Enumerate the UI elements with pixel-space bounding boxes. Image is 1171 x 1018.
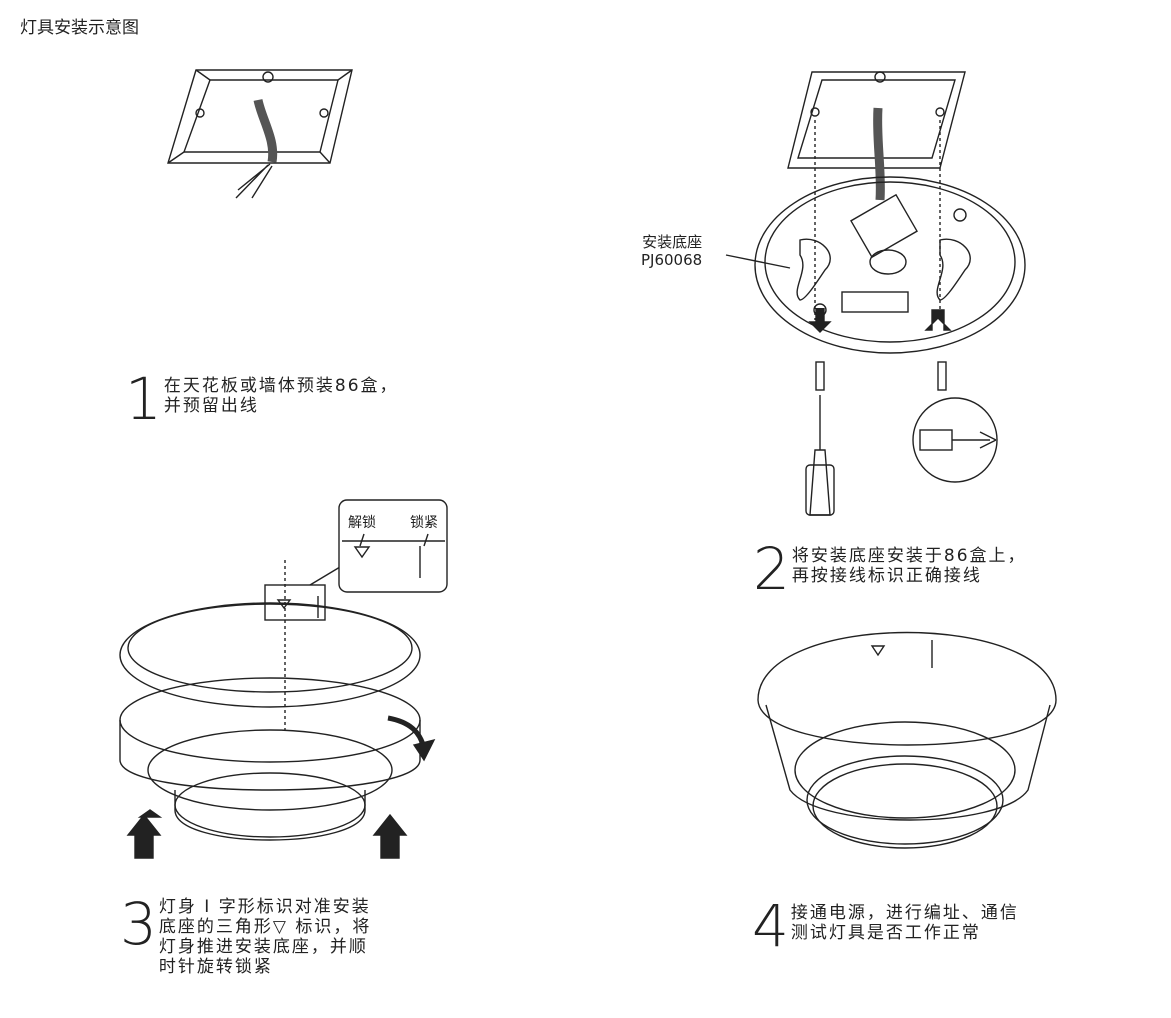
lock-label: 锁紧 <box>410 515 438 531</box>
step-text: 接通电源，进行编址、通信 测试灯具是否工作正常 <box>791 903 1019 943</box>
step-text: 在天花板或墙体预装86盒， 并预留出线 <box>164 376 399 416</box>
base-label: 安装底座 PJ60068 <box>641 233 702 269</box>
step-line: 底座的三角形▽ 标识，将 <box>158 917 372 937</box>
step-line: 接通电源，进行编址、通信 <box>790 903 1019 923</box>
step-line: 再按接线标识正确接线 <box>791 566 982 586</box>
junction-box-step1 <box>167 69 353 199</box>
luminaire-step3 <box>119 499 448 859</box>
step-1: 1 在天花板或墙体预装86盒， 并预留出线 <box>125 370 399 428</box>
step-line: 灯身 I 字形标识对准安装 <box>158 897 371 917</box>
step-3: 3 灯身 I 字形标识对准安装 底座的三角形▽ 标识，将 灯身推进安装底座，并顺… <box>120 895 371 977</box>
base-label-model: PJ60068 <box>641 251 703 269</box>
base-label-name: 安装底座 <box>642 233 703 251</box>
step-line: 测试灯具是否工作正常 <box>790 923 981 943</box>
step-number: 2 <box>753 535 790 603</box>
step-4: 4 接通电源，进行编址、通信 测试灯具是否工作正常 <box>752 897 1019 955</box>
step-line: 在天花板或墙体预装86盒， <box>163 376 399 396</box>
step-line: 时针旋转锁紧 <box>158 957 273 977</box>
mounting-base-step2 <box>725 71 1026 516</box>
step-number: 3 <box>120 890 157 958</box>
step-text: 将安装底座安装于86盒上， 再按接线标识正确接线 <box>792 546 1027 586</box>
step-number: 4 <box>752 892 789 960</box>
unlock-label: 解锁 <box>348 515 376 531</box>
luminaire-step4 <box>757 631 1057 849</box>
step-line: 灯身推进安装底座，并顺 <box>158 937 368 957</box>
step-text: 灯身 I 字形标识对准安装 底座的三角形▽ 标识，将 灯身推进安装底座，并顺 时… <box>159 897 371 977</box>
page-title: 灯具安装示意图 <box>20 18 139 38</box>
step-2: 2 将安装底座安装于86盒上， 再按接线标识正确接线 <box>753 540 1027 598</box>
step-line: 将安装底座安装于86盒上， <box>791 546 1027 566</box>
step-line: 并预留出线 <box>163 396 259 416</box>
step-number: 1 <box>125 365 162 433</box>
